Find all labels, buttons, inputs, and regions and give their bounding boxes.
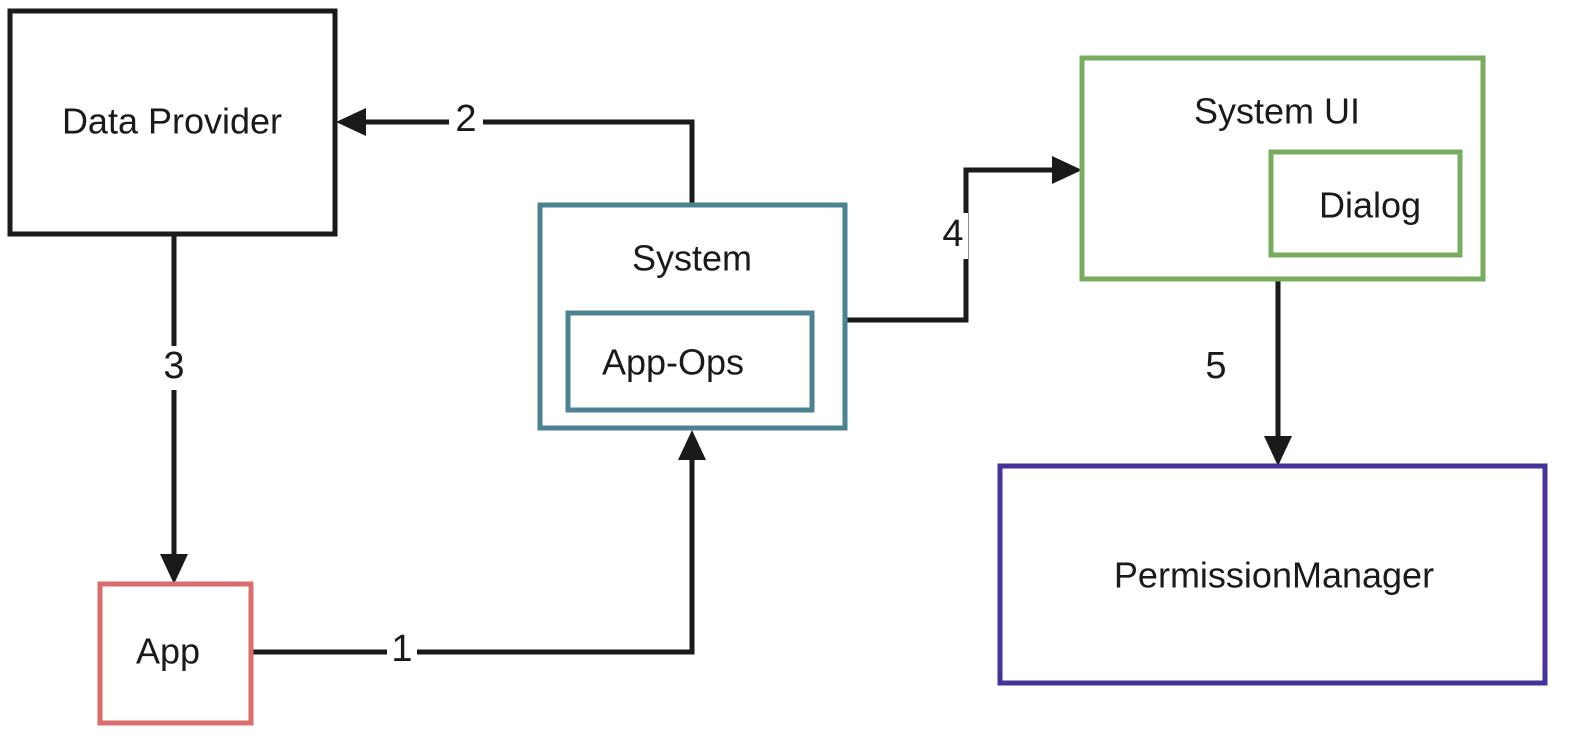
edge-4-label: 4 (942, 213, 963, 255)
edge-1-label: 1 (391, 628, 412, 670)
node-dialog[interactable]: Dialog (1268, 149, 1463, 258)
node-system-ui-label: System UI (1194, 91, 1360, 132)
node-data-provider-box (7, 8, 338, 237)
edge-5-arrowhead (1264, 436, 1292, 466)
edge-3-data-provider-to-app[interactable]: 3 (159, 234, 189, 584)
node-data-provider-label: Data Provider (62, 101, 282, 142)
edge-1-line (251, 440, 695, 655)
node-permission-manager-box (997, 463, 1548, 686)
edge-4-label-backdrop (938, 213, 968, 259)
edge-5-label: 5 (1205, 345, 1226, 387)
edge-3-label-backdrop (159, 346, 189, 390)
edge-1-arrowhead (678, 430, 706, 460)
node-permission-manager[interactable]: PermissionManager (997, 463, 1548, 686)
node-app[interactable]: App (97, 581, 254, 726)
node-app-ops[interactable]: App-Ops (565, 310, 815, 413)
edge-5-label-backdrop (1201, 346, 1231, 390)
node-system-ui[interactable]: System UI Dialog (1079, 55, 1486, 282)
edge-1-app-to-system[interactable]: 1 (251, 430, 706, 670)
node-app-ops-label: App-Ops (602, 342, 744, 383)
node-app-label: App (136, 631, 200, 672)
edge-3-label: 3 (163, 345, 184, 387)
edge-layer: 1 2 3 4 (159, 98, 1292, 670)
node-app-ops-box (565, 310, 815, 413)
node-system-label: System (632, 238, 752, 279)
node-permission-manager-label: PermissionManager (1114, 555, 1434, 596)
edge-4-system-to-system-ui[interactable]: 4 (845, 156, 1082, 323)
edge-1-label-backdrop (387, 636, 417, 666)
edge-2-line (348, 119, 695, 205)
edge-4-arrowhead (1052, 156, 1082, 184)
edge-2-arrowhead (336, 108, 366, 136)
node-app-box (97, 581, 254, 726)
node-dialog-label: Dialog (1319, 185, 1421, 226)
edge-2-label-backdrop (449, 106, 483, 136)
edge-3-arrowhead (160, 554, 188, 584)
node-layer: Data Provider App System App-Ops System … (7, 8, 1548, 726)
edge-5-system-ui-to-permission-manager[interactable]: 5 (1201, 279, 1292, 466)
node-data-provider[interactable]: Data Provider (7, 8, 338, 237)
node-system[interactable]: System App-Ops (537, 202, 848, 431)
edge-2-system-to-data-provider[interactable]: 2 (336, 98, 695, 205)
node-dialog-box (1268, 149, 1463, 258)
edge-2-label: 2 (455, 98, 476, 140)
